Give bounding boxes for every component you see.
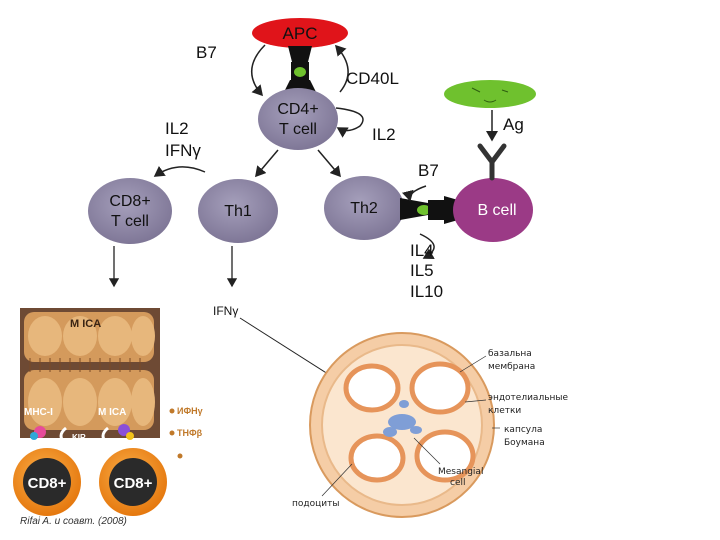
cd4-to-th2-arrow bbox=[317, 149, 341, 178]
capsule-line2: Боумана bbox=[504, 438, 545, 448]
cd4-to-th1-arrow bbox=[255, 149, 279, 178]
cd4-label-line2: T cell bbox=[279, 121, 317, 138]
nkg2d-label: NKG-2D bbox=[100, 444, 131, 453]
bcr-receptor bbox=[477, 143, 507, 181]
cd8-left-label: CD8+ bbox=[28, 475, 67, 492]
b7-right-label: B7 bbox=[418, 161, 439, 180]
il-output-arrow bbox=[419, 233, 435, 259]
il10-label: IL10 bbox=[410, 282, 443, 301]
ifng-arrow-label: IFNγ bbox=[213, 304, 238, 318]
mesangial-line1: Mesangial bbox=[438, 467, 483, 477]
b-cell: B cell bbox=[453, 178, 533, 242]
ifn-dot bbox=[169, 408, 175, 414]
apc-label: APC bbox=[283, 24, 318, 43]
tnf-dot bbox=[169, 430, 175, 436]
podocytes-label: подоциты bbox=[292, 499, 339, 509]
epithelium-micrograph bbox=[20, 308, 160, 446]
th2-label: Th2 bbox=[350, 200, 378, 217]
mica-top-label: M ICA bbox=[70, 318, 101, 330]
mica-mid-label: M ICA bbox=[98, 407, 126, 418]
th2-cell: Th2 bbox=[324, 176, 404, 240]
side-ifn-label: ИФНγ bbox=[177, 406, 203, 416]
il4-label: IL4 bbox=[410, 241, 434, 260]
th2-b-synapse bbox=[400, 196, 458, 224]
side-tnf-label: ТНФβ bbox=[177, 428, 203, 438]
b-cell-label: B cell bbox=[477, 202, 516, 219]
kir-label: KIR bbox=[72, 433, 86, 442]
il2-autocrine-arrow bbox=[335, 107, 364, 138]
th1-label: Th1 bbox=[224, 203, 252, 220]
cd8-label-line2: T cell bbox=[111, 213, 149, 230]
apc-cell: APC bbox=[252, 18, 348, 48]
il2-right-label: IL2 bbox=[372, 125, 396, 144]
tcr-label: TCRαβ bbox=[20, 444, 46, 453]
cd8-t-cell: CD8+ T cell bbox=[88, 178, 172, 244]
b7-right-arrow bbox=[402, 185, 427, 202]
b7-top-label: B7 bbox=[196, 43, 217, 62]
glomerulus-diagram bbox=[309, 332, 500, 518]
basal-line2: мембрана bbox=[488, 362, 535, 372]
ag-label: Ag bbox=[503, 115, 524, 134]
il5-label: IL5 bbox=[410, 261, 434, 280]
th1-cell: Th1 bbox=[198, 179, 278, 243]
citation-label: Rifai A. и соавт. (2008) bbox=[20, 516, 127, 527]
b7-arrow bbox=[251, 44, 266, 97]
cd8-right-label: CD8+ bbox=[114, 475, 153, 492]
cd8-orange-cell-right: CD8+ bbox=[99, 448, 167, 516]
cd40l-label: CD40L bbox=[346, 69, 399, 88]
basal-line1: базальна bbox=[488, 349, 532, 359]
endo-line2: клетки bbox=[488, 406, 521, 416]
endo-line1: эндотелиальные bbox=[488, 393, 568, 403]
cd4-label-line1: CD4+ bbox=[277, 101, 318, 118]
cd40l-arrow bbox=[334, 44, 349, 93]
ifng-left-label: IFNγ bbox=[165, 141, 201, 160]
il2-left-label: IL2 bbox=[165, 119, 189, 138]
cd8-label-line1: CD8+ bbox=[109, 193, 150, 210]
mesangial-line2: cell bbox=[450, 478, 466, 488]
antigen bbox=[444, 80, 536, 108]
cd8-orange-cell-left: CD8+ bbox=[13, 448, 81, 516]
cd4-t-cell: CD4+ T cell bbox=[258, 88, 338, 150]
capsule-line1: капсула bbox=[504, 425, 542, 435]
mhc1-label: MHC-I bbox=[24, 407, 53, 418]
th1-to-cd8-arrow bbox=[153, 165, 206, 177]
extra-dot bbox=[177, 453, 183, 459]
